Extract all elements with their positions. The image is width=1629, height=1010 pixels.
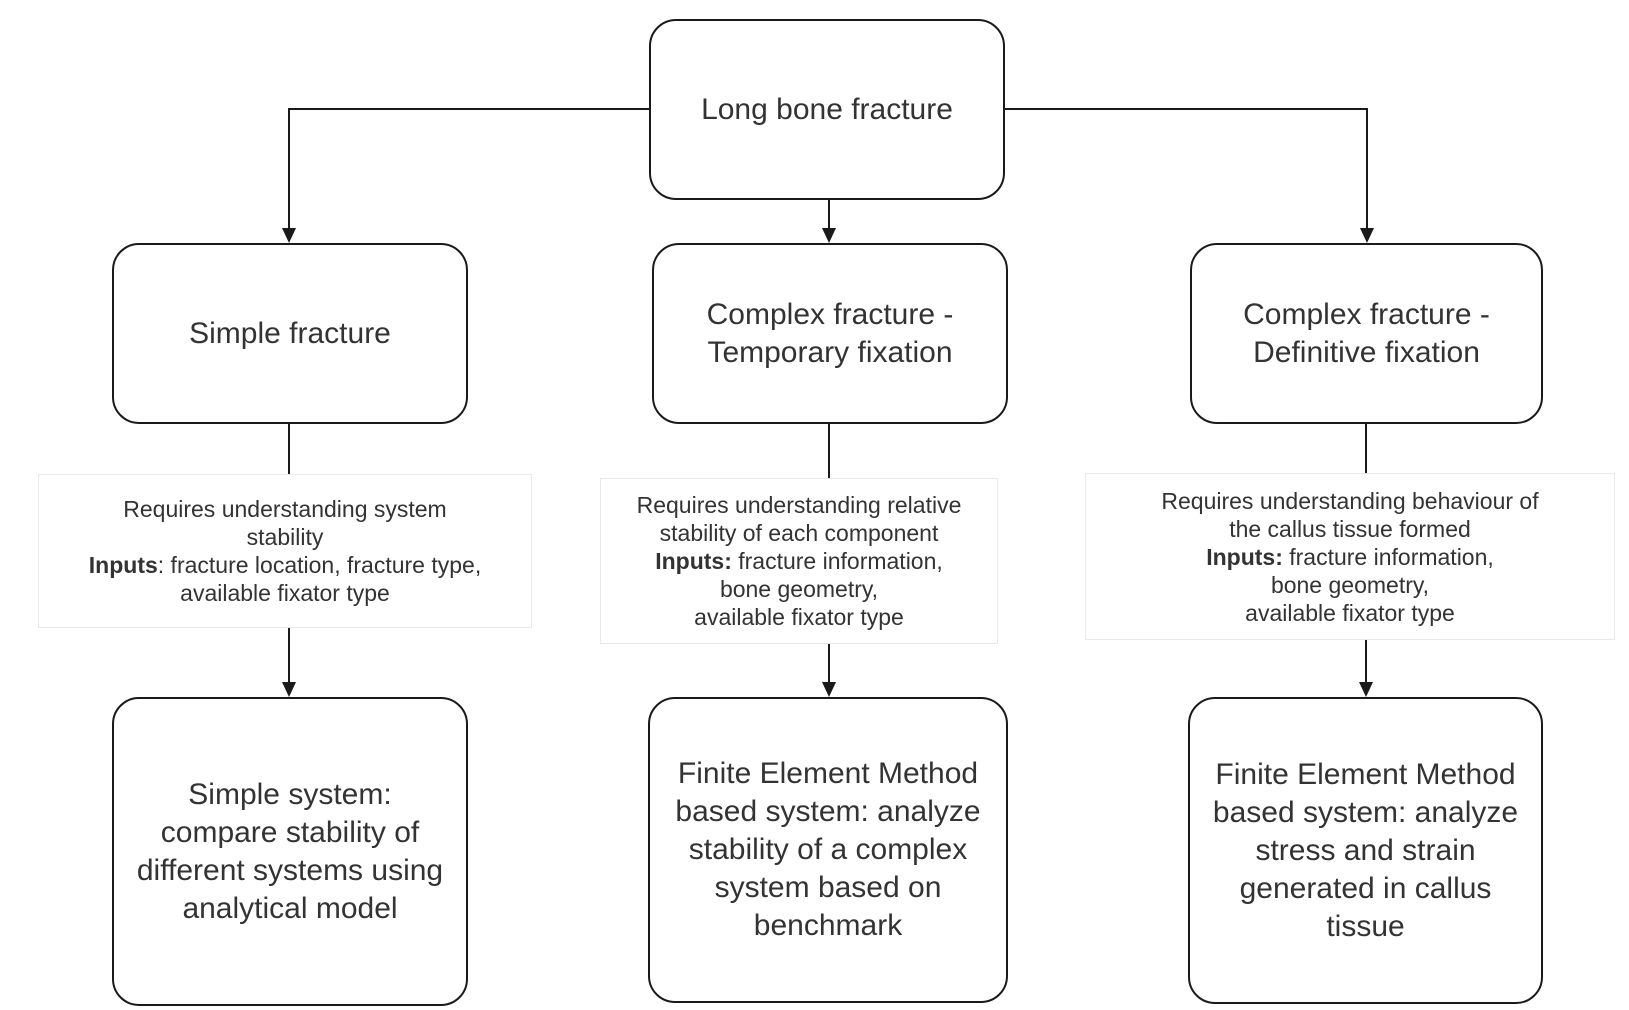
node-label-line: Complex fracture - <box>706 297 954 331</box>
annotation-line: bone geometry, <box>719 576 879 602</box>
annotation-line: Requires understanding system <box>123 496 447 522</box>
annotation-complex-definitive: Requires understanding behaviour of the … <box>1085 473 1615 640</box>
node-label-line: stability of a complex <box>688 833 968 866</box>
inputs-label: Inputs <box>88 552 158 578</box>
node-label-line: stress and strain <box>1255 833 1476 867</box>
node-label-line: generated in callus <box>1239 871 1492 905</box>
inputs-text: fracture information, <box>731 548 943 574</box>
node-label-line: based system: analyze <box>1212 795 1519 829</box>
annotation-line: Requires understanding behaviour of <box>1161 487 1539 514</box>
annotation-line: Requires understanding relative <box>636 492 962 518</box>
inputs-text: fracture information, <box>1282 543 1494 570</box>
arrowhead-into-complex-definitive <box>1360 228 1374 243</box>
arrowhead-into-fem-callus <box>1359 682 1373 697</box>
arrowhead-into-fem-benchmark <box>822 682 836 697</box>
connector-root-to-simple-vertical <box>288 108 290 230</box>
node-label-line: Complex fracture - <box>1243 297 1490 331</box>
arrowhead-into-simple-system <box>282 682 296 697</box>
connector-root-to-definitive-vertical <box>1366 108 1368 230</box>
node-complex-fracture-temporary: Complex fracture - Temporary fixation <box>652 243 1008 424</box>
node-fem-callus: Finite Element Method based system: anal… <box>1188 697 1543 1004</box>
node-simple-system: Simple system: compare stability of diff… <box>112 697 468 1006</box>
annotation-line: available fixator type <box>180 580 390 606</box>
annotation-line: stability of each component <box>659 520 939 546</box>
node-complex-fracture-definitive: Complex fracture - Definitive fixation <box>1190 243 1543 424</box>
connector-annotation-to-fem-callus <box>1365 640 1367 682</box>
node-label-line: analytical model <box>182 891 398 925</box>
node-label-line: tissue <box>1326 909 1405 943</box>
annotation-line: Inputs: fracture information, <box>1206 543 1494 571</box>
node-label-line: Temporary fixation <box>707 335 953 369</box>
inputs-text: : fracture location, fracture type, <box>157 552 482 578</box>
connector-temporary-to-annotation <box>828 423 830 478</box>
inputs-label: Inputs: <box>655 548 732 574</box>
connector-root-to-temporary-vertical <box>828 199 830 230</box>
node-long-bone-fracture: Long bone fracture <box>649 19 1005 200</box>
node-label-line: Definitive fixation <box>1253 335 1480 369</box>
node-label-line: system based on <box>714 871 942 904</box>
arrowhead-into-complex-temporary <box>822 228 836 243</box>
node-simple-fracture: Simple fracture <box>112 243 468 424</box>
annotation-complex-temporary: Requires understanding relative stabilit… <box>600 478 998 644</box>
connector-root-to-definitive-horizontal <box>1004 108 1368 110</box>
node-label: Long bone fracture <box>701 92 953 126</box>
node-fem-benchmark: Finite Element Method based system: anal… <box>648 697 1008 1003</box>
annotation-line: Inputs: fracture information, <box>655 547 943 575</box>
node-label-line: different systems using <box>136 853 444 887</box>
connector-root-to-simple-horizontal <box>288 108 649 110</box>
annotation-line: available fixator type <box>694 604 904 630</box>
connector-annotation-to-fem-benchmark <box>828 644 830 682</box>
connector-definitive-to-annotation <box>1365 423 1367 473</box>
inputs-label: Inputs: <box>1206 543 1283 570</box>
node-label-line: benchmark <box>753 909 903 942</box>
node-label-line: Simple system: <box>188 777 392 811</box>
node-label-line: Finite Element Method <box>1215 757 1516 791</box>
annotation-line: bone geometry, <box>1270 571 1430 598</box>
arrowhead-into-simple-fracture <box>282 228 296 243</box>
connector-simple-to-annotation <box>288 423 290 474</box>
node-label-line: based system: analyze <box>675 795 981 828</box>
annotation-line: Inputs: fracture location, fracture type… <box>89 551 481 579</box>
annotation-simple-fracture: Requires understanding system stability … <box>38 474 532 628</box>
node-label-line: Finite Element Method <box>677 757 979 790</box>
connector-annotation-to-simple-system <box>288 628 290 682</box>
node-label: Simple fracture <box>189 316 391 350</box>
annotation-line: available fixator type <box>1245 599 1455 626</box>
annotation-line: stability <box>246 524 324 550</box>
annotation-line: the callus tissue formed <box>1229 515 1471 542</box>
node-label-line: compare stability of <box>160 815 420 849</box>
